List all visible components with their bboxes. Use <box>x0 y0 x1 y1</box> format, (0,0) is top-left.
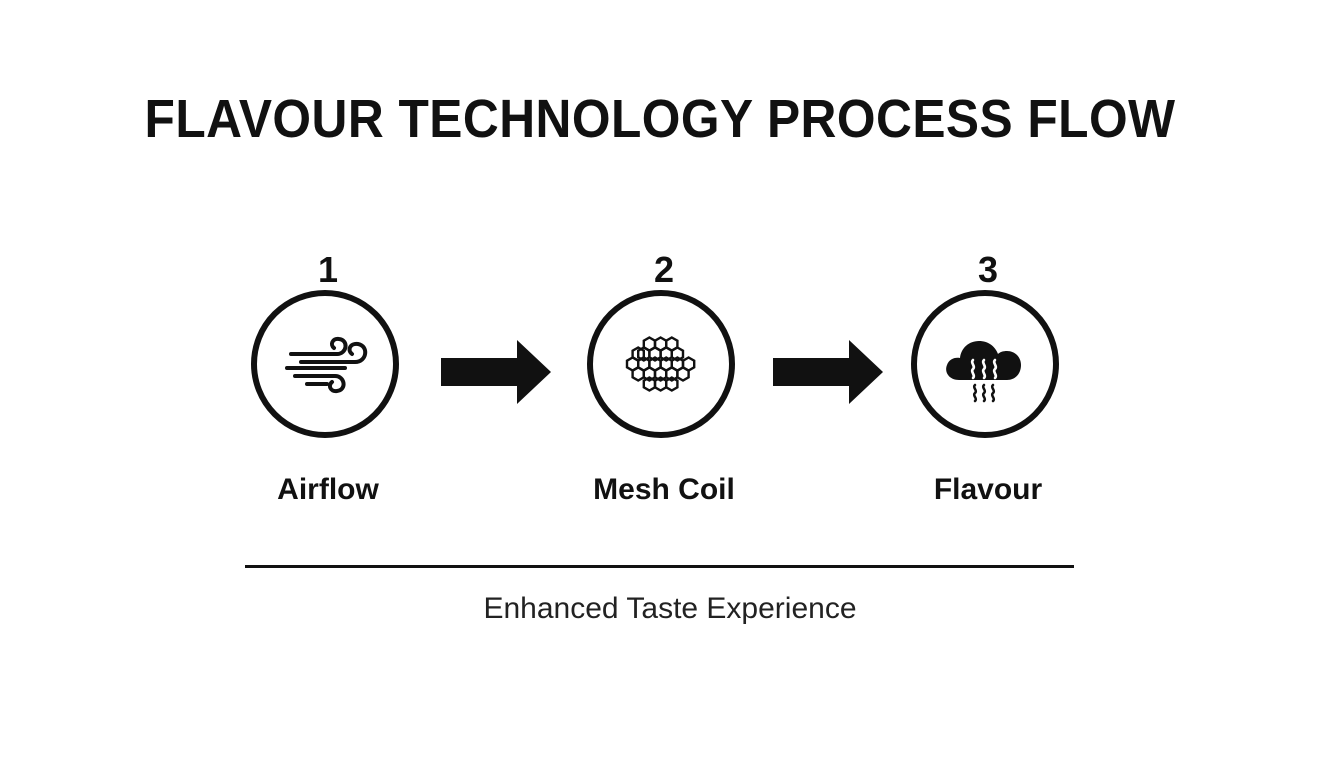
honeycomb-mesh-icon <box>625 336 696 392</box>
wind-icon <box>285 336 368 394</box>
step-label: Flavour <box>933 473 1043 506</box>
arrow-right-icon <box>441 340 551 404</box>
diagram-title: FLAVOUR TECHNOLOGY PROCESS FLOW <box>144 89 1176 149</box>
step-circle <box>587 290 735 438</box>
vapor-cloud-icon <box>946 341 1021 403</box>
step-flavour: 3 Flavour <box>878 250 1098 510</box>
step-circle <box>911 290 1059 438</box>
step-mesh-coil: 2 Mesh Coil <box>554 250 774 510</box>
divider-line <box>245 565 1074 568</box>
step-label: Airflow <box>277 473 379 506</box>
step-number: 2 <box>653 249 675 290</box>
arrow-right-icon <box>773 340 883 404</box>
step-number: 3 <box>977 249 999 290</box>
step-airflow: 1 Airflow <box>218 250 438 510</box>
step-circle <box>251 290 399 438</box>
step-label: Mesh Coil <box>593 473 735 506</box>
footer-caption: Enhanced Taste Experience <box>483 592 857 625</box>
step-number: 1 <box>317 249 339 290</box>
